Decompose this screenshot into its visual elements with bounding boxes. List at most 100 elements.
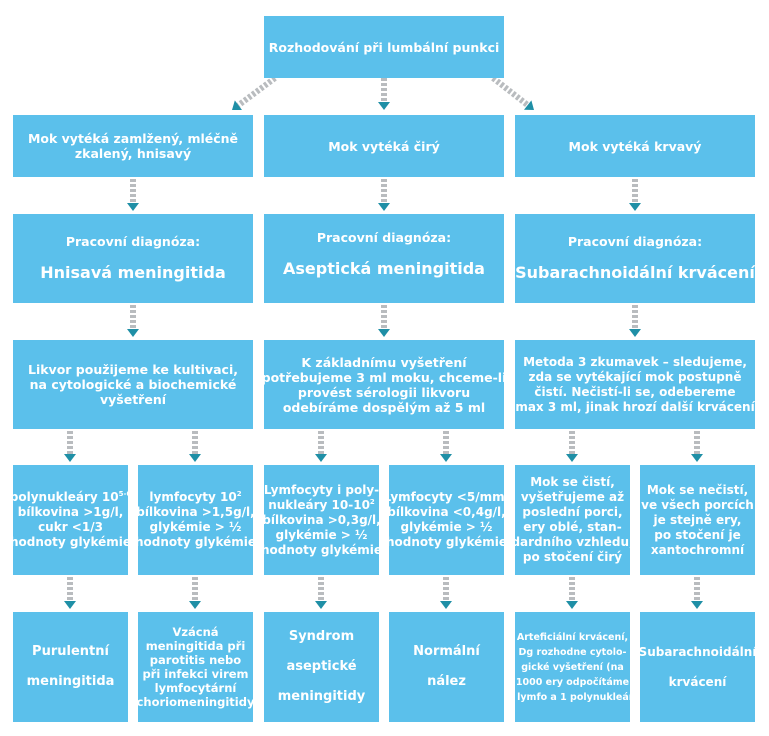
root-node: Rozhodování při lumbální punkci xyxy=(264,16,504,78)
finding-value: lymfocyty 10 xyxy=(149,490,237,504)
action-text: max 3 ml, jinak hrozí další krvácení xyxy=(515,399,755,414)
outcome-text: při infekci virem xyxy=(142,667,249,681)
finding-text: hodnoty glykémie xyxy=(261,542,382,557)
connector-arrow xyxy=(64,431,76,462)
action-text: provést sérologii likvoru xyxy=(297,384,471,400)
root-label: Rozhodování při lumbální punkci xyxy=(268,39,500,55)
finding-mixed-cells: Lymfocyty i poly- nukleáry 10-102 bílkov… xyxy=(261,465,382,575)
connector-arrow xyxy=(440,431,452,462)
connector-arrow xyxy=(378,78,390,110)
diagnosis-title: Aseptická meningitida xyxy=(283,259,485,278)
finding-text: Mok se nečistí, xyxy=(646,482,749,497)
connector-arrow xyxy=(566,431,578,462)
outcome-rare-meningitis: Vzácná meningitida při parotitis nebo př… xyxy=(137,612,254,722)
connector-arrow xyxy=(566,577,578,609)
condition-clear: Mok vytéká čirý xyxy=(264,115,504,177)
action-text: zda se vytékající mok postupně xyxy=(528,369,742,384)
finding-text: cukr <1/3 xyxy=(38,520,103,534)
outcome-text: meningitida při xyxy=(145,639,246,653)
action-text: Likvor použijeme ke kultivaci, xyxy=(27,362,239,377)
connector-arrow xyxy=(491,75,534,110)
finding-text: xantochromní xyxy=(650,542,745,557)
finding-text: Lymfocyty i poly- xyxy=(263,482,380,497)
action-text: potřebujeme 3 ml moku, chceme-li xyxy=(261,369,507,385)
outcome-subarachnoid-bleeding: Subarachnoidální krvácení xyxy=(638,612,757,722)
action-text: K základnímu vyšetření xyxy=(301,354,467,370)
exponent: 2 xyxy=(369,497,375,506)
action-text: na cytologické a biochemické xyxy=(29,377,237,392)
finding-text: glykémie > ½ xyxy=(275,527,368,542)
diagnosis-title: Hnisavá meningitida xyxy=(40,263,226,282)
outcome-text: Subarachnoidální xyxy=(638,645,757,659)
finding-text: bílkovina >1g/l, xyxy=(17,505,124,519)
connector-arrow xyxy=(629,179,641,211)
outcome-text: meningitida xyxy=(26,674,115,689)
action-cultivation: Likvor použijeme ke kultivaci, na cytolo… xyxy=(13,340,253,429)
outcome-text: krvácení xyxy=(668,675,727,689)
exponent: 3 xyxy=(504,490,510,498)
condition-bloody: Mok vytéká krvavý xyxy=(515,115,755,177)
connector-arrow xyxy=(440,577,452,609)
connector-arrow xyxy=(378,179,390,211)
finding-text: bílkovina >0,3g/l, xyxy=(262,512,381,527)
finding-value: nukleáry 10-10 xyxy=(268,497,370,512)
action-three-tubes: Metoda 3 zkumavek – sledujeme, zda se vy… xyxy=(515,340,755,429)
outcome-text: lymfocytární xyxy=(154,681,237,695)
diagnosis-title: Subarachnoidální krvácení xyxy=(515,263,755,282)
finding-text: polynukleáry 105-6 xyxy=(10,490,131,505)
finding-not-clearing: Mok se nečistí, ve všech porcích je stej… xyxy=(640,465,755,575)
finding-text: Mok se čistí, xyxy=(530,475,615,489)
outcome-text: nález xyxy=(427,674,466,689)
diagnosis-purulent: Pracovní diagnóza: Hnisavá meningitida xyxy=(13,214,253,303)
condition-cloudy: Mok vytéká zamlžený, mléčně zkalený, hni… xyxy=(13,115,253,177)
action-text: čistí. Nečistí-li se, odebereme xyxy=(534,384,736,399)
finding-text: glykémie > ½ xyxy=(149,520,242,534)
condition-text: Mok vytéká krvavý xyxy=(568,138,702,154)
finding-text: glykémie > ½ xyxy=(400,520,493,534)
diagnosis-label: Pracovní diagnóza: xyxy=(567,234,703,249)
finding-text: Lymfocyty <5/mm3 xyxy=(384,490,510,505)
outcome-text: Arteficiální krvácení, xyxy=(516,631,629,643)
outcome-text: Normální xyxy=(413,644,480,659)
outcome-text: Dg rozhodne cytolo- xyxy=(518,646,627,658)
action-text: odebíráme dospělým až 5 ml xyxy=(282,399,486,415)
finding-text: ery oblé, stan- xyxy=(523,520,622,534)
outcome-purulent-meningitis: Purulentní meningitida xyxy=(13,612,128,722)
finding-text: dardního vzhledu, xyxy=(511,535,634,549)
finding-value: Lymfocyty <5/mm xyxy=(383,490,505,504)
connector-arrow xyxy=(315,577,327,609)
condition-text: Mok vytéká čirý xyxy=(328,138,440,154)
outcome-text: 1000 ery odpočítáme xyxy=(515,676,630,688)
action-text: vyšetření xyxy=(99,392,166,407)
connector-arrow xyxy=(64,577,76,609)
outcome-artificial-bleeding: Arteficiální krvácení, Dg rozhodne cytol… xyxy=(507,612,638,722)
outcome-text: gické vyšetření (na xyxy=(521,661,624,673)
finding-text: bílkovina <0,4g/l, xyxy=(387,505,506,519)
outcome-text: 1 lymfo a 1 polynukleár) xyxy=(507,691,638,703)
diagnosis-label: Pracovní diagnóza: xyxy=(65,234,201,249)
finding-text: poslední porci, xyxy=(522,505,623,519)
finding-text: hodnoty glykémie xyxy=(135,535,256,549)
outcome-aseptic-syndrome: Syndrom aseptické meningitidy xyxy=(264,612,379,722)
action-basic-exam: K základnímu vyšetření potřebujeme 3 ml … xyxy=(261,340,507,429)
finding-text: hodnoty glykémie xyxy=(10,535,131,549)
connector-arrow xyxy=(691,431,703,462)
finding-clearing: Mok se čistí, vyšetřujeme až poslední po… xyxy=(511,465,634,575)
exponent: 2 xyxy=(236,490,242,498)
outcome-text: aseptické xyxy=(286,659,357,674)
diagnosis-label: Pracovní diagnóza: xyxy=(316,230,452,245)
diagnosis-aseptic: Pracovní diagnóza: Aseptická meningitida xyxy=(264,214,504,303)
outcome-text: parotitis nebo xyxy=(149,653,242,667)
finding-text: ve všech porcích xyxy=(641,497,754,512)
outcome-text: Vzácná xyxy=(172,625,219,639)
finding-value: polynukleáry 10 xyxy=(9,490,119,504)
finding-polynuclear: polynukleáry 105-6 bílkovina >1g/l, cukr… xyxy=(10,465,131,575)
finding-text: hodnoty glykémie xyxy=(386,535,507,549)
connector-arrow xyxy=(232,75,277,111)
connector-arrow xyxy=(189,577,201,609)
finding-text: bílkovina >1,5g/l, xyxy=(136,505,255,519)
connector-arrow xyxy=(127,305,139,337)
outcome-text: meningitidy xyxy=(277,689,366,704)
connector-arrow xyxy=(691,577,703,609)
finding-lymphocytes-high: lymfocyty 102 bílkovina >1,5g/l, glykémi… xyxy=(135,465,256,575)
